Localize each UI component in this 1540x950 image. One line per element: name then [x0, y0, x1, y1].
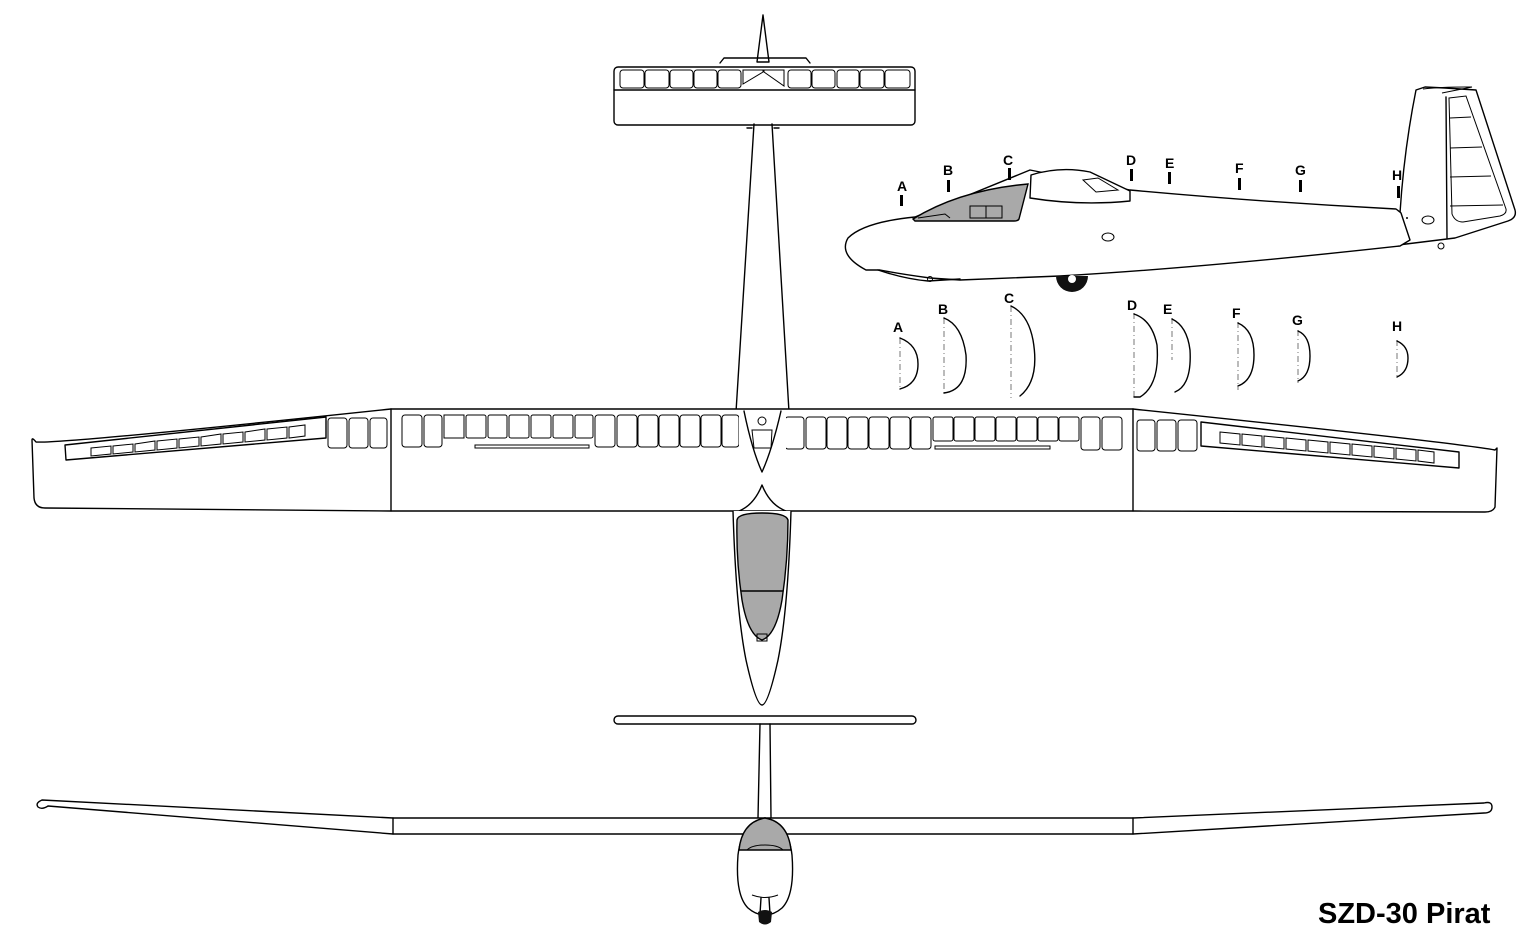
section-label-d: D	[1127, 297, 1137, 313]
side-view: A B C D E F G H	[844, 86, 1517, 292]
station-label-c: C	[1003, 152, 1013, 168]
top-view	[31, 14, 1498, 706]
station-label-b: B	[943, 162, 953, 178]
stabilizer-front	[613, 715, 917, 725]
aircraft-title: SZD-30 Pirat	[1318, 898, 1491, 930]
section-label-a: A	[893, 319, 903, 335]
station-label-f: F	[1235, 160, 1244, 176]
section-label-f: F	[1232, 305, 1241, 321]
station-label-h: H	[1392, 167, 1402, 183]
front-view	[36, 715, 1493, 925]
station-label-d: D	[1126, 152, 1136, 168]
section-label-e: E	[1163, 301, 1172, 317]
station-label-g: G	[1295, 162, 1306, 178]
station-label-a: A	[897, 178, 907, 194]
station-label-e: E	[1165, 155, 1174, 171]
station-markers: A B C D E F G H	[897, 152, 1402, 206]
fuselage-top	[732, 410, 792, 706]
canopy-side	[911, 183, 1029, 222]
tail-boom-top	[735, 123, 790, 413]
section-label-h: H	[1392, 318, 1402, 334]
section-label-c: C	[1004, 290, 1014, 306]
section-label-b: B	[938, 301, 948, 317]
fin	[1397, 86, 1517, 246]
cross-sections: A B C D E F G H	[893, 290, 1409, 398]
fuselage-side	[844, 169, 1411, 281]
section-label-g: G	[1292, 312, 1303, 328]
horizontal-stabilizer-top	[613, 14, 916, 129]
